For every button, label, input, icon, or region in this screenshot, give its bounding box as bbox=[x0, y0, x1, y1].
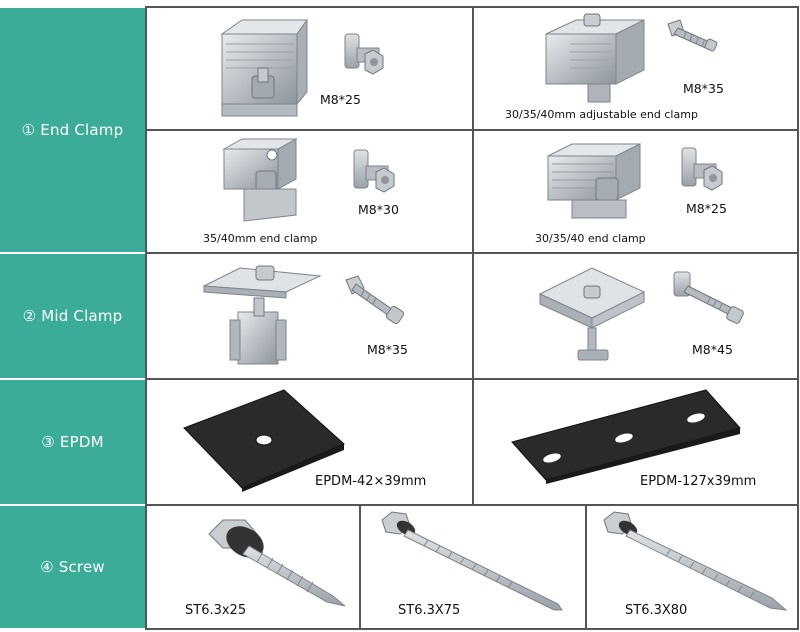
epdm-size-label: EPDM-42×39mm bbox=[315, 474, 427, 489]
bolt-icon bbox=[681, 147, 723, 191]
bolt-icon bbox=[345, 275, 405, 325]
screw-size-label: ST6.3X80 bbox=[625, 603, 688, 618]
bolt-size-label: M8*30 bbox=[358, 202, 399, 217]
grid-line bbox=[145, 628, 799, 630]
end-clamp-image bbox=[220, 18, 308, 117]
clamp-description: 35/40mm end clamp bbox=[203, 232, 318, 245]
section-label: ③ EPDM bbox=[41, 433, 104, 451]
clamp-description: 30/35/40mm adjustable end clamp bbox=[505, 108, 698, 121]
section-label: ① End Clamp bbox=[21, 121, 124, 139]
mid-clamp-image bbox=[538, 267, 646, 361]
grid-line bbox=[472, 6, 474, 506]
bolt-icon bbox=[344, 33, 384, 75]
section-label: ④ Screw bbox=[40, 558, 105, 576]
bolt-size-label: M8*35 bbox=[367, 342, 408, 357]
bolt-icon bbox=[673, 271, 744, 324]
bolt-size-label: M8*45 bbox=[692, 342, 733, 357]
bolt-size-label: M8*35 bbox=[683, 81, 724, 96]
clamp-description: 30/35/40 end clamp bbox=[535, 232, 646, 245]
screw-size-label: ST6.3x25 bbox=[185, 603, 247, 618]
grid-line bbox=[797, 6, 799, 630]
bolt-icon bbox=[667, 19, 718, 52]
end-clamp-image bbox=[547, 143, 641, 219]
bolt-size-label: M8*25 bbox=[686, 201, 727, 216]
epdm-pad-strip-image bbox=[511, 389, 741, 484]
section-epdm: ③ EPDM bbox=[0, 380, 145, 504]
section-end-clamp: ① End Clamp bbox=[0, 8, 145, 252]
epdm-size-label: EPDM-127x39mm bbox=[640, 474, 757, 489]
grid-line bbox=[585, 504, 587, 630]
screw-long-image bbox=[603, 511, 788, 611]
screw-long-image bbox=[381, 511, 563, 611]
mid-clamp-image bbox=[202, 265, 322, 365]
adjustable-end-clamp-image bbox=[545, 13, 645, 103]
bolt-size-label: M8*25 bbox=[320, 92, 361, 107]
section-mid-clamp: ② Mid Clamp bbox=[0, 254, 145, 378]
grid-line bbox=[145, 6, 147, 630]
epdm-pad-square-image bbox=[183, 389, 345, 492]
screw-size-label: ST6.3X75 bbox=[398, 603, 461, 618]
section-label: ② Mid Clamp bbox=[22, 307, 123, 325]
end-clamp-image bbox=[222, 138, 298, 222]
screw-short-image bbox=[208, 519, 346, 607]
section-screw: ④ Screw bbox=[0, 506, 145, 628]
bolt-icon bbox=[353, 149, 395, 193]
grid-line bbox=[359, 504, 361, 630]
